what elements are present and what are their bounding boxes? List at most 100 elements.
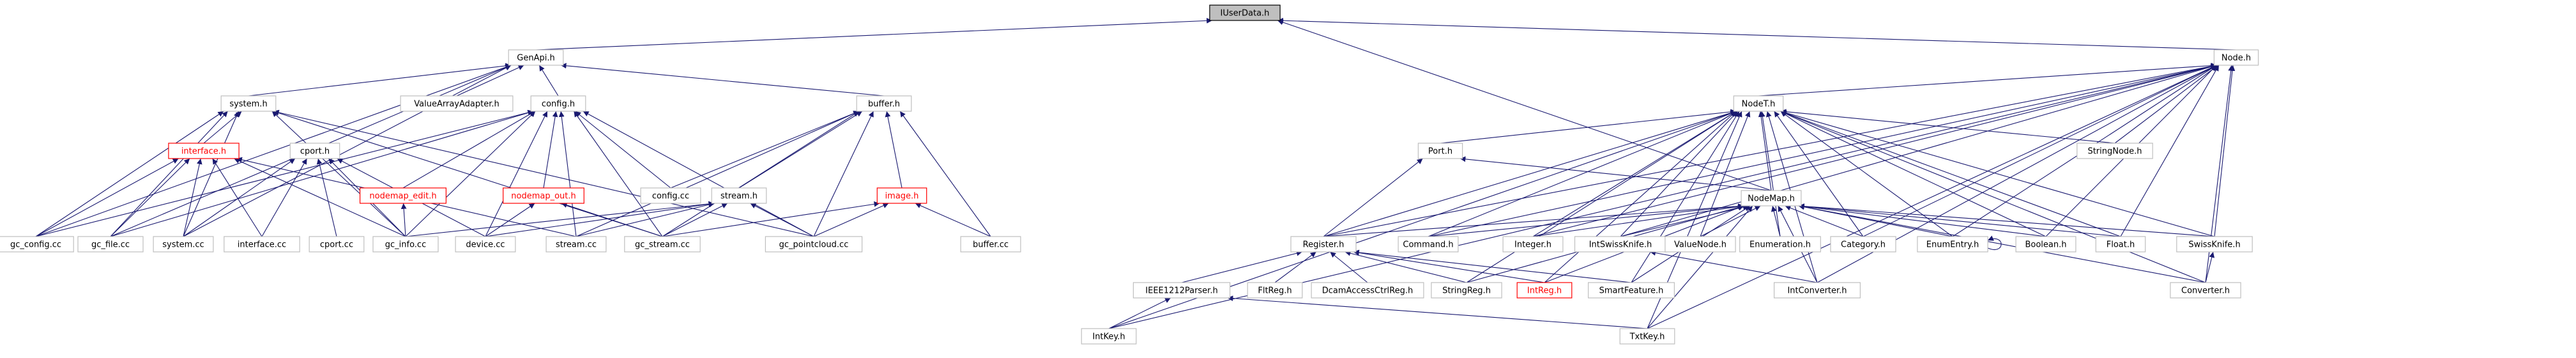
- file-node-box: [960, 236, 1021, 253]
- file-node-label: buffer.cc: [973, 240, 1009, 250]
- file-node-box: [77, 236, 144, 253]
- edge-interface-h-to-interface-cc: [212, 158, 263, 237]
- file-node-config-cc[interactable]: config.cc: [640, 187, 701, 204]
- file-node-intreg-h[interactable]: IntReg.h: [1516, 282, 1573, 299]
- file-node-buffer-cc[interactable]: buffer.cc: [960, 236, 1021, 253]
- edge-buffer-h-to-gc-pointcloud-cc: [813, 111, 874, 237]
- file-node-box: [2095, 236, 2146, 253]
- file-node-interface-h[interactable]: interface.h: [168, 143, 240, 159]
- file-node-iuserdata-h[interactable]: IUserData.h: [1209, 4, 1281, 21]
- file-node-intconverter-h[interactable]: IntConverter.h: [1774, 282, 1861, 299]
- edge-buffer-h-to-stream-cc: [575, 111, 860, 237]
- file-node-box: [624, 236, 701, 253]
- file-node-valuenode-h[interactable]: ValueNode.h: [1665, 236, 1736, 253]
- file-node-ieee1212parser-h[interactable]: IEEE1212Parser.h: [1132, 282, 1231, 299]
- edge-nodet-h-to-float-h: [1780, 110, 2121, 237]
- file-node-intswissknife-h[interactable]: IntSwissKnife.h: [1574, 236, 1667, 253]
- file-node-stream-h[interactable]: stream.h: [711, 187, 767, 204]
- file-node-gc-stream-cc[interactable]: gc_stream.cc: [624, 236, 701, 253]
- file-node-label: NodeT.h: [1742, 100, 1776, 109]
- file-node-label: Float.h: [2107, 240, 2135, 250]
- file-node-box: [1417, 143, 1463, 159]
- edge-system-h-to-gc-stream-cc: [273, 110, 663, 237]
- edge-genapi-h-to-buffer-h: [560, 63, 885, 97]
- file-node-stream-cc[interactable]: stream.cc: [545, 236, 607, 253]
- file-node-float-h[interactable]: Float.h: [2095, 236, 2146, 253]
- edge-register-h-to-intreg-h: [1353, 250, 1545, 283]
- file-node-node-h[interactable]: Node.h: [2213, 49, 2259, 66]
- edge-nodemap-h-to-enumeration-h: [1771, 205, 1781, 237]
- file-node-gc-pointcloud-cc[interactable]: gc_pointcloud.cc: [765, 236, 863, 253]
- file-node-dcamaccessctrlreg-h[interactable]: DcamAccessCtrlReg.h: [1311, 282, 1424, 299]
- file-node-interface-cc[interactable]: interface.cc: [224, 236, 300, 253]
- file-node-box: [640, 187, 701, 204]
- edge-port-h-to-register-h: [1323, 158, 1423, 237]
- file-node-stringnode-h[interactable]: StringNode.h: [2077, 143, 2153, 159]
- edge-genapi-h-to-gc-config-cc: [35, 64, 512, 237]
- edge-node-h-to-float-h: [2120, 65, 2220, 237]
- edge-nodet-h-to-boolean-h: [1780, 111, 2046, 237]
- file-node-config-h[interactable]: config.h: [530, 95, 586, 112]
- file-node-label: ValueArrayAdapter.h: [414, 100, 499, 109]
- file-node-box: [765, 236, 863, 253]
- edge-nodet-h-to-command-h: [1428, 111, 1737, 237]
- file-node-box: [1574, 236, 1667, 253]
- edge-nodemap-h-to-swissknife-h: [1798, 203, 2215, 237]
- file-node-swissknife-h[interactable]: SwissKnife.h: [2176, 236, 2253, 253]
- file-node-intkey-h[interactable]: IntKey.h: [1081, 328, 1137, 345]
- file-node-enumeration-h[interactable]: Enumeration.h: [1739, 236, 1821, 253]
- edge-node-h-to-stringnode-h: [2114, 65, 2218, 144]
- file-node-label: SmartFeature.h: [1599, 286, 1664, 296]
- file-node-box: [1311, 282, 1424, 299]
- edge-config-h-to-stream-cc: [558, 111, 577, 237]
- file-node-buffer-h[interactable]: buffer.h: [856, 95, 912, 112]
- file-node-converter-h[interactable]: Converter.h: [2170, 282, 2241, 299]
- edge-register-h-to-fltreg-h: [1274, 251, 1316, 283]
- file-node-box: [1398, 236, 1459, 253]
- edge-nodemap-h-to-float-h: [1798, 203, 2121, 237]
- file-node-box: [1081, 328, 1137, 345]
- file-node-command-h[interactable]: Command.h: [1398, 236, 1459, 253]
- file-node-label: gc_pointcloud.cc: [779, 240, 849, 250]
- file-node-gc-info-cc[interactable]: gc_info.cc: [372, 236, 439, 253]
- edge-ieee1212parser-h-to-intkey-h: [1108, 297, 1171, 329]
- file-node-integer-h[interactable]: Integer.h: [1502, 236, 1564, 253]
- file-node-stringreg-h[interactable]: StringReg.h: [1431, 282, 1502, 299]
- file-node-category-h[interactable]: Category.h: [1830, 236, 1896, 253]
- file-node-label: GenApi.h: [517, 54, 554, 63]
- file-node-fltreg-h[interactable]: FltReg.h: [1247, 282, 1303, 299]
- file-node-enumentry-h[interactable]: EnumEntry.h: [1917, 236, 1988, 253]
- file-node-system-h[interactable]: system.h: [220, 95, 277, 112]
- edge-buffer-h-to-image-h: [885, 111, 903, 189]
- edge-nodet-h-to-smartfeature-h: [1631, 111, 1740, 283]
- file-node-boolean-h[interactable]: Boolean.h: [2015, 236, 2077, 253]
- edge-node-h-to-register-h: [1323, 63, 2217, 237]
- file-node-gc-config-cc[interactable]: gc_config.cc: [0, 236, 74, 253]
- file-node-label: Boolean.h: [2025, 240, 2066, 250]
- file-node-gc-file-cc[interactable]: gc_file.cc: [77, 236, 144, 253]
- file-node-cport-h[interactable]: cport.h: [289, 143, 340, 159]
- file-node-port-h[interactable]: Port.h: [1417, 143, 1463, 159]
- edge-register-h-to-smartfeature-h: [1353, 249, 1632, 283]
- edge-stream-h-to-gc-stream-cc: [662, 203, 728, 237]
- file-node-genapi-h[interactable]: GenApi.h: [508, 49, 564, 66]
- file-node-label: image.h: [885, 192, 919, 201]
- edge-interface-h-to-gc-file-cc: [110, 158, 190, 237]
- edge-config-h-to-nodemap-edit-h: [402, 111, 535, 189]
- file-node-txtkey-h[interactable]: TxtKey.h: [1619, 328, 1675, 345]
- file-node-smartfeature-h[interactable]: SmartFeature.h: [1588, 282, 1675, 299]
- edge-config-h-to-gc-stream-cc: [574, 111, 663, 237]
- edge-nodemap-h-to-converter-h: [1798, 204, 2206, 283]
- file-node-label: IntSwissKnife.h: [1589, 240, 1652, 250]
- file-node-register-h[interactable]: Register.h: [1290, 236, 1357, 253]
- file-node-cport-cc[interactable]: cport.cc: [309, 236, 365, 253]
- edge-nodemap-h-to-command-h: [1428, 203, 1744, 237]
- file-node-nodemap-out-h[interactable]: nodemap_out.h: [503, 187, 584, 204]
- file-node-nodemap-edit-h[interactable]: nodemap_edit.h: [359, 187, 446, 204]
- file-node-valuearrayadapter-h[interactable]: ValueArrayAdapter.h: [400, 95, 514, 112]
- file-node-image-h[interactable]: image.h: [876, 187, 927, 204]
- file-node-nodet-h[interactable]: NodeT.h: [1733, 95, 1784, 112]
- file-node-nodemap-h[interactable]: NodeMap.h: [1741, 190, 1802, 206]
- file-node-system-cc[interactable]: system.cc: [153, 236, 214, 253]
- file-node-device-cc[interactable]: device.cc: [455, 236, 516, 253]
